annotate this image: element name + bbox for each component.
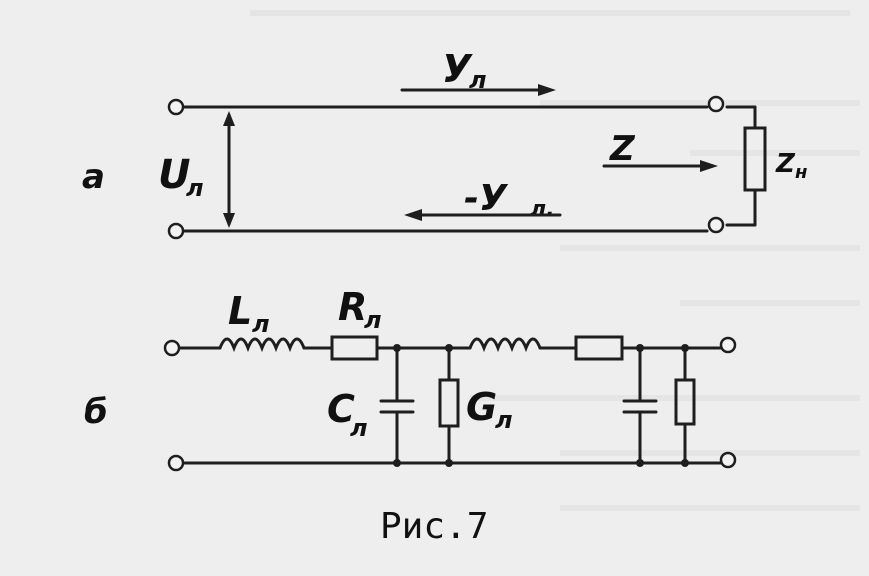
b-input-terminal-bottom [167, 454, 185, 472]
b-output-terminal-bottom [719, 451, 737, 469]
b-input-terminal-top [163, 339, 181, 357]
panel-a-label: а [82, 157, 105, 197]
junction-dot [445, 459, 453, 467]
impedance-arrowhead [700, 160, 718, 172]
capacitance-subscript: л [350, 414, 368, 442]
junction-dot [681, 459, 689, 467]
conductance-subscript: л [495, 406, 513, 434]
reverse-current-subscript: л. [530, 197, 554, 222]
junction-dot [636, 344, 644, 352]
reverse-current-label: -У [464, 178, 509, 219]
inductance-label: L [228, 289, 252, 333]
load-label: Z [775, 149, 796, 179]
inductor-1 [218, 337, 306, 353]
capacitance-label: C [327, 387, 355, 431]
voltage-label: U [158, 152, 190, 198]
junction-dot [681, 344, 689, 352]
load-subscript: н [795, 162, 807, 183]
forward-current-label: У [442, 47, 473, 91]
load-resistor [743, 126, 767, 192]
resistance-subscript: л [364, 306, 382, 334]
reverse-current-arrowhead [404, 209, 422, 221]
junction-dot [393, 459, 401, 467]
forward-current-arrowhead [538, 84, 556, 96]
resistance-label: R [338, 285, 367, 329]
resistor-2 [574, 335, 624, 361]
conductance-label: G [466, 385, 497, 429]
forward-current-subscript: л [469, 66, 487, 94]
panel-a: а U л У л Z Z н -У л. [82, 47, 807, 240]
panel-b-label: б [84, 392, 108, 432]
voltage-subscript: л [186, 174, 204, 202]
resistor-1 [330, 335, 379, 361]
inductor-2 [468, 337, 542, 353]
impedance-label: Z [609, 129, 636, 169]
junction-dot [393, 344, 401, 352]
junction-dot [636, 459, 644, 467]
voltage-arrowhead-up [223, 111, 235, 126]
background-bleed [250, 10, 860, 511]
panel-b: б [84, 285, 737, 472]
conductance-1 [438, 378, 460, 428]
output-terminal-top [707, 95, 725, 113]
voltage-arrowhead-down [223, 213, 235, 228]
conductance-2 [674, 378, 696, 426]
b-output-terminal-top [719, 336, 737, 354]
input-terminal-bottom [167, 222, 185, 240]
inductance-subscript: л [252, 310, 270, 338]
junction-dot [445, 344, 453, 352]
figure-caption: Рис.7 [380, 506, 488, 547]
output-terminal-bottom [707, 216, 725, 234]
input-terminal-top [167, 98, 185, 116]
